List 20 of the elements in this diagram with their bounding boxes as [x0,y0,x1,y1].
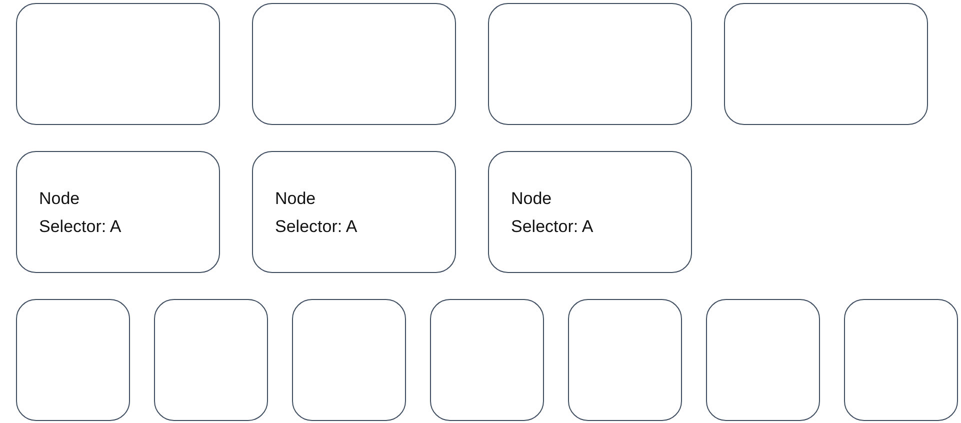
empty-box [724,3,928,125]
empty-box [154,299,268,421]
empty-box [706,299,820,421]
node-label: Selector: A [275,217,358,237]
empty-box [430,299,544,421]
empty-box [292,299,406,421]
empty-box [252,3,456,125]
node-label: Node [39,189,80,209]
node-box [16,151,220,273]
node-label: Node [511,189,552,209]
empty-box [844,299,958,421]
node-label: Selector: A [511,217,594,237]
empty-box [16,299,130,421]
node-label: Selector: A [39,217,122,237]
empty-box [16,3,220,125]
node-label: Node [275,189,316,209]
empty-box [488,3,692,125]
node-box [488,151,692,273]
node-box [252,151,456,273]
empty-box [568,299,682,421]
